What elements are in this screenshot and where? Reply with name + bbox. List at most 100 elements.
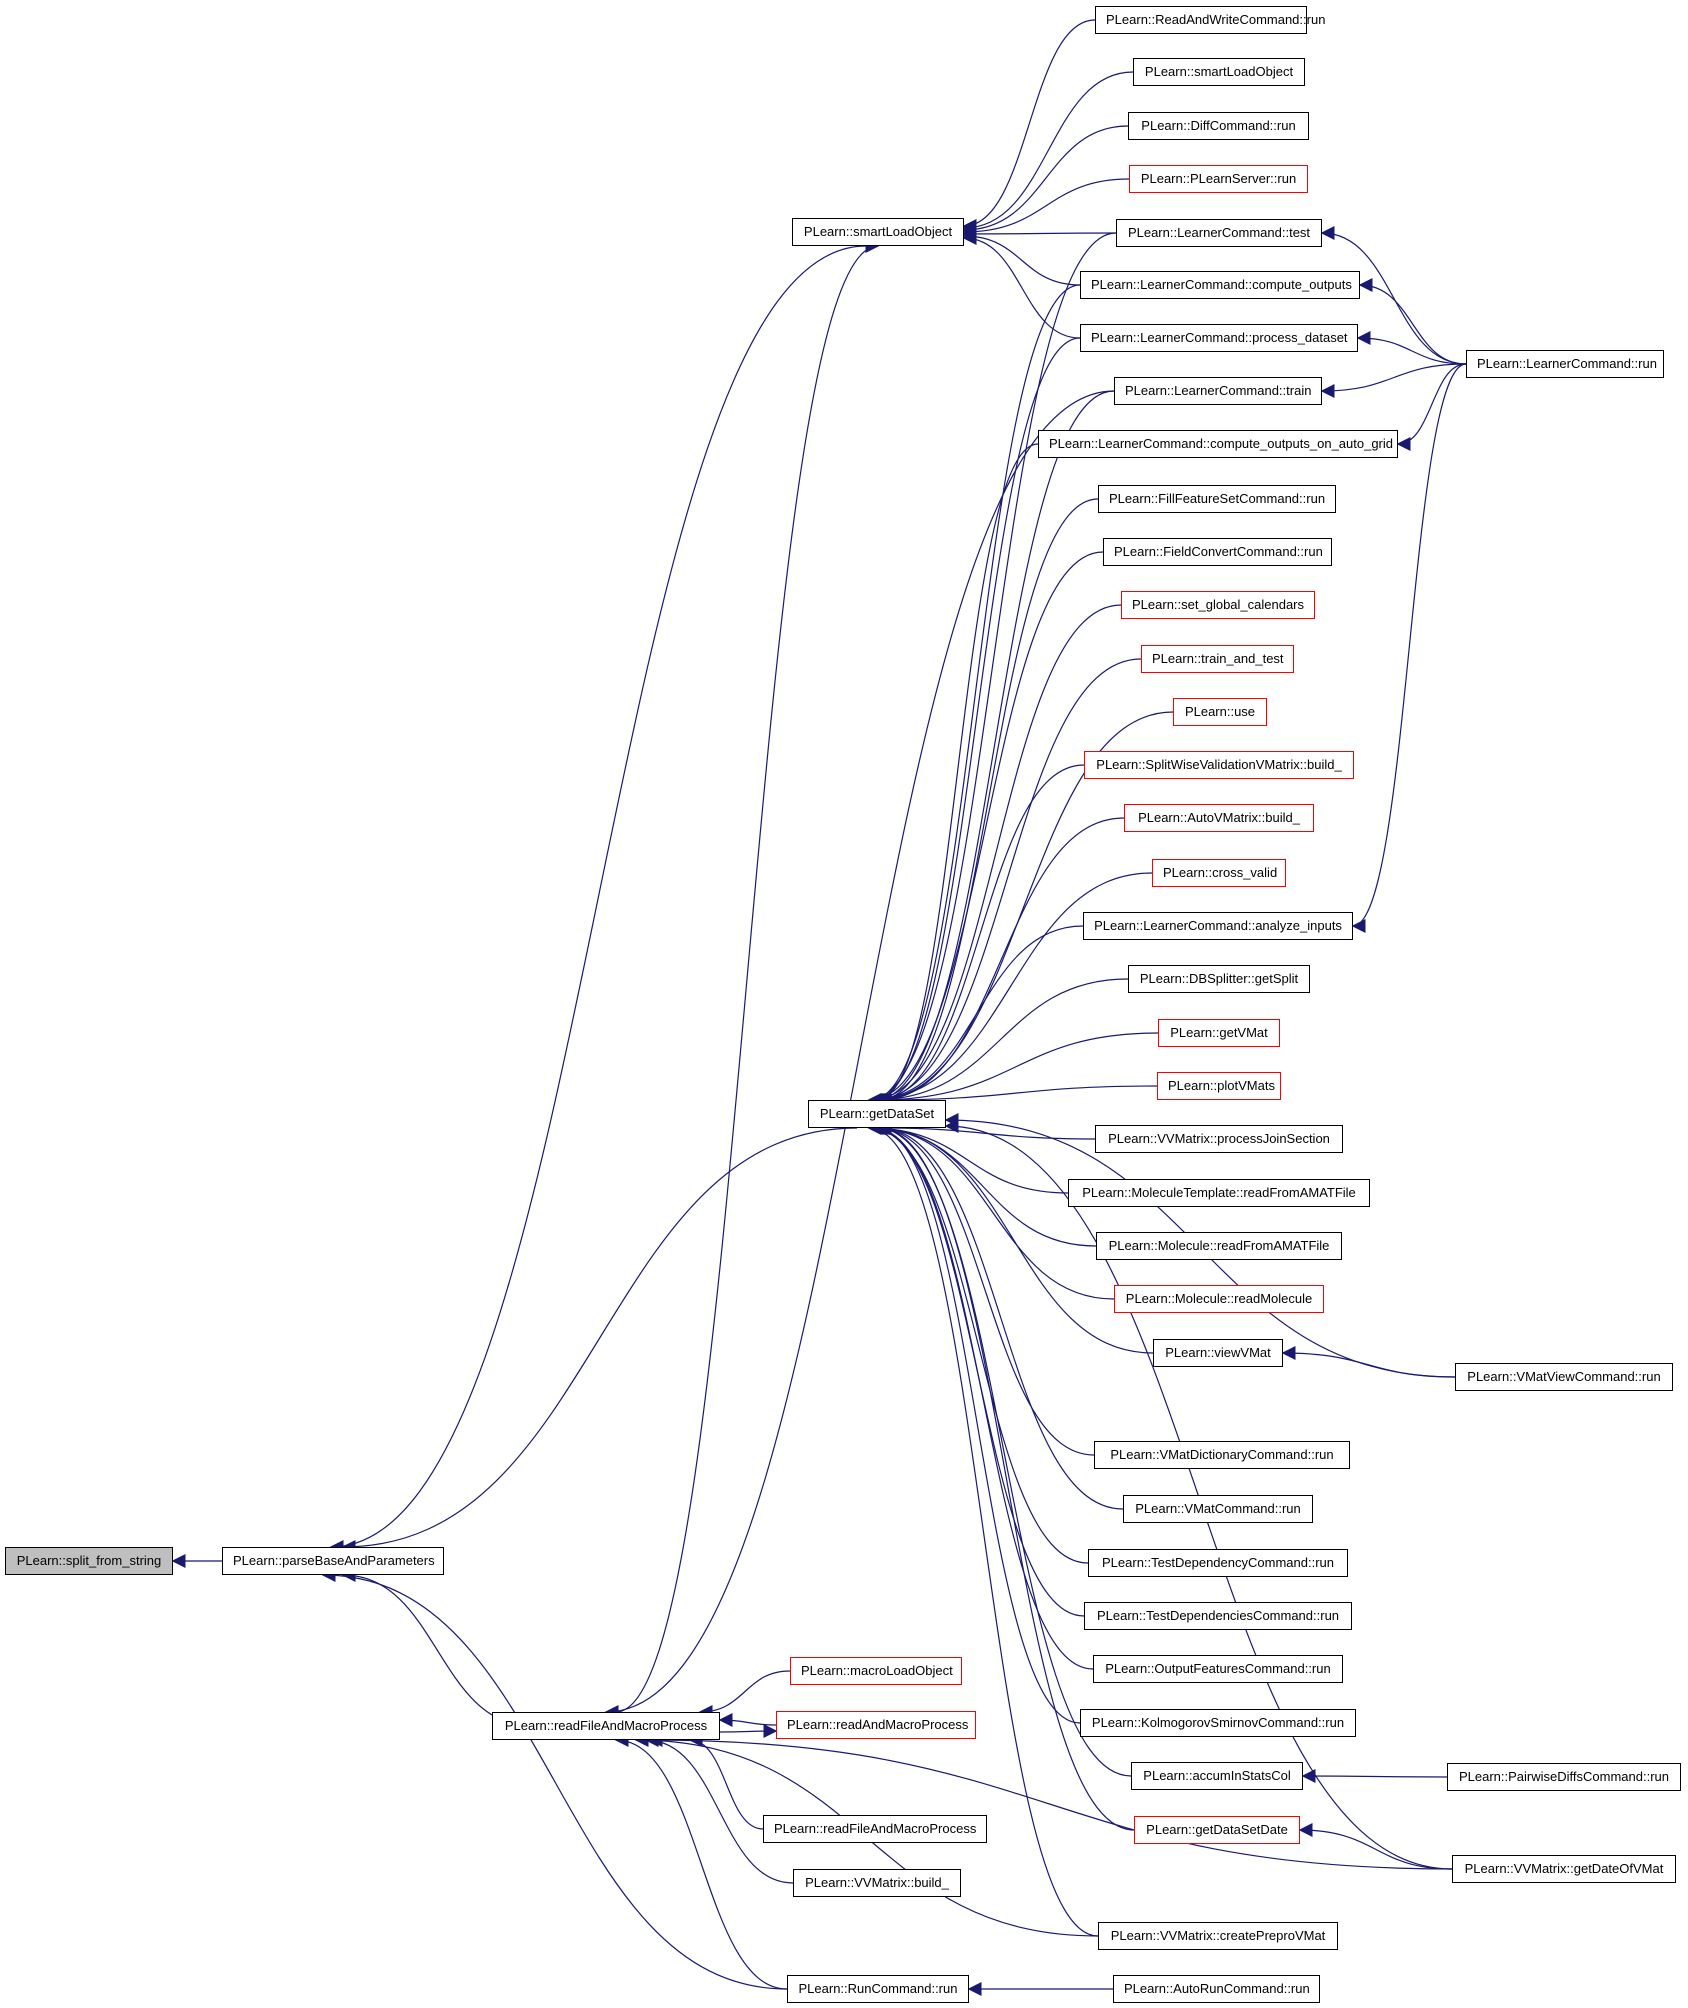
edge-48: [718, 1713, 777, 1728]
edge-12: [615, 239, 880, 1713]
edge-4: [321, 1568, 788, 1990]
edge-51: [614, 1733, 788, 1990]
node-parse-base[interactable]: PLearn::parseBaseAndParameters: [222, 1547, 444, 1575]
node-mol-read[interactable]: PLearn::Molecule::readMolecule: [1114, 1285, 1324, 1313]
edge-28: [873, 1032, 1159, 1107]
node-test-deps[interactable]: PLearn::TestDependenciesCommand::run: [1084, 1602, 1352, 1630]
edges: [171, 19, 1467, 1996]
edge-2: [341, 1127, 858, 1554]
edge-11: [962, 231, 1081, 339]
node-cross-valid[interactable]: PLearn::cross_valid: [1152, 859, 1286, 887]
node-pairwise[interactable]: PLearn::PairwiseDiffsCommand::run: [1447, 1763, 1681, 1791]
node-split-wise[interactable]: PLearn::SplitWiseValidationVMatrix::buil…: [1084, 751, 1354, 779]
node-kolmogorov[interactable]: PLearn::KolmogorovSmirnovCommand::run: [1080, 1709, 1356, 1737]
node-use[interactable]: PLearn::use: [1173, 698, 1267, 726]
node-vv-build[interactable]: PLearn::VVMatrix::build_: [793, 1869, 961, 1897]
node-vmat-dict[interactable]: PLearn::VMatDictionaryCommand::run: [1094, 1441, 1350, 1469]
node-accum-stats[interactable]: PLearn::accumInStatsCol: [1131, 1762, 1303, 1790]
edge-10: [962, 229, 1081, 286]
edge-13: [867, 232, 1117, 1107]
edge-53: [648, 1733, 1453, 1870]
node-plot-v-mats[interactable]: PLearn::plotVMats: [1157, 1072, 1281, 1100]
node-fill-feature[interactable]: PLearn::FillFeatureSetCommand::run: [1098, 485, 1336, 513]
edge-15: [871, 337, 1081, 1107]
node-server-run[interactable]: PLearn::PLearnServer::run: [1129, 165, 1308, 193]
node-read-and-macro[interactable]: PLearn::readAndMacroProcess: [776, 1711, 976, 1739]
edge-29: [875, 1085, 1158, 1107]
edge-19: [867, 551, 1104, 1107]
edge-47: [698, 1670, 791, 1719]
edge-18: [877, 498, 1099, 1107]
node-db-splitter[interactable]: PLearn::DBSplitter::getSplit: [1128, 965, 1310, 993]
edge-8: [962, 178, 1130, 239]
node-lc-run[interactable]: PLearn::LearnerCommand::run: [1466, 350, 1664, 378]
edge-35: [875, 1121, 1095, 1456]
node-vv-date[interactable]: PLearn::VVMatrix::getDateOfVMat: [1452, 1855, 1676, 1883]
edge-3: [341, 1568, 533, 1727]
edge-56: [1358, 278, 1467, 365]
node-read-write[interactable]: PLearn::ReadAndWriteCommand::run: [1095, 6, 1325, 34]
node-vv-join[interactable]: PLearn::VVMatrix::processJoinSection: [1095, 1125, 1343, 1153]
edge-17: [875, 443, 1039, 1107]
edge-49: [688, 1733, 764, 1830]
node-field-convert[interactable]: PLearn::FieldConvertCommand::run: [1103, 538, 1332, 566]
edge-41: [875, 1121, 1132, 1777]
node-get-data-set-date[interactable]: PLearn::getDataSetDate: [1134, 1816, 1300, 1844]
edge-7: [962, 125, 1129, 237]
edge-27: [871, 978, 1129, 1107]
node-lc-test[interactable]: PLearn::LearnerCommand::test: [1116, 219, 1322, 247]
edge-1: [329, 245, 867, 1554]
node-test-dep[interactable]: PLearn::TestDependencyCommand::run: [1088, 1549, 1348, 1577]
edge-55: [1320, 226, 1467, 365]
node-view-v-mat[interactable]: PLearn::viewVMat: [1153, 1339, 1283, 1367]
node-lc-grid[interactable]: PLearn::LearnerCommand::compute_outputs_…: [1038, 430, 1398, 458]
node-auto-run[interactable]: PLearn::AutoRunCommand::run: [1113, 1975, 1320, 2003]
edge-63: [1298, 1823, 1453, 1870]
node-diff-run[interactable]: PLearn::DiffCommand::run: [1128, 112, 1309, 140]
edge-58: [1320, 363, 1467, 398]
edge-57: [1356, 331, 1467, 365]
edge-6: [962, 71, 1134, 235]
edge-36: [877, 1121, 1124, 1510]
edge-43: [867, 1121, 1099, 1937]
node-get-data-set[interactable]: PLearn::getDataSet: [808, 1100, 946, 1128]
edge-34: [873, 1121, 1154, 1354]
edge-54: [719, 1724, 778, 1739]
edge-61: [1281, 1346, 1456, 1378]
edge-33: [871, 1121, 1115, 1300]
node-smart-load2[interactable]: PLearn::smartLoadObject: [1133, 58, 1305, 86]
node-auto-v-matrix[interactable]: PLearn::AutoVMatrix::build_: [1124, 804, 1314, 832]
node-read-file-macro2[interactable]: PLearn::readFileAndMacroProcess: [763, 1815, 987, 1843]
node-smart-load1[interactable]: PLearn::smartLoadObject: [792, 218, 964, 246]
node-create-prepro[interactable]: PLearn::VVMatrix::createPreproVMat: [1098, 1922, 1338, 1950]
node-lc-compute[interactable]: PLearn::LearnerCommand::compute_outputs: [1080, 271, 1360, 299]
edge-5: [962, 19, 1096, 233]
edge-21: [871, 658, 1142, 1107]
edge-40: [873, 1121, 1081, 1724]
edge-26: [869, 925, 1084, 1107]
node-lc-process[interactable]: PLearn::LearnerCommand::process_dataset: [1080, 324, 1358, 352]
node-read-file-macro[interactable]: PLearn::readFileAndMacroProcess: [492, 1712, 720, 1740]
edge-16: [873, 390, 1115, 1107]
edge-62: [1301, 1769, 1448, 1784]
node-lc-train[interactable]: PLearn::LearnerCommand::train: [1114, 377, 1322, 405]
node-analyze-inputs[interactable]: PLearn::LearnerCommand::analyze_inputs: [1083, 912, 1353, 940]
node-mol-amat[interactable]: PLearn::Molecule::readFromAMATFile: [1096, 1232, 1342, 1260]
node-macro-load[interactable]: PLearn::macroLoadObject: [790, 1657, 962, 1685]
node-output-feat[interactable]: PLearn::OutputFeaturesCommand::run: [1093, 1655, 1343, 1683]
edge-60: [1351, 363, 1467, 933]
node-vmat-cmd[interactable]: PLearn::VMatCommand::run: [1123, 1495, 1313, 1523]
node-mol-template[interactable]: PLearn::MoleculeTemplate::readFromAMATFi…: [1068, 1179, 1370, 1207]
edge-9: [962, 226, 1117, 241]
node-vmat-view[interactable]: PLearn::VMatViewCommand::run: [1455, 1363, 1673, 1391]
edge-42: [877, 1121, 1135, 1831]
node-get-v-mat[interactable]: PLearn::getVMat: [1158, 1019, 1280, 1047]
edge-39: [871, 1121, 1094, 1670]
node-train-test[interactable]: PLearn::train_and_test: [1141, 645, 1294, 673]
node-set-calendars[interactable]: PLearn::set_global_calendars: [1121, 591, 1315, 619]
node-split-from-string: PLearn::split_from_string: [5, 1547, 173, 1575]
edge-25: [867, 872, 1153, 1107]
node-run-cmd[interactable]: PLearn::RunCommand::run: [787, 1975, 969, 2003]
edge-20: [869, 604, 1122, 1107]
